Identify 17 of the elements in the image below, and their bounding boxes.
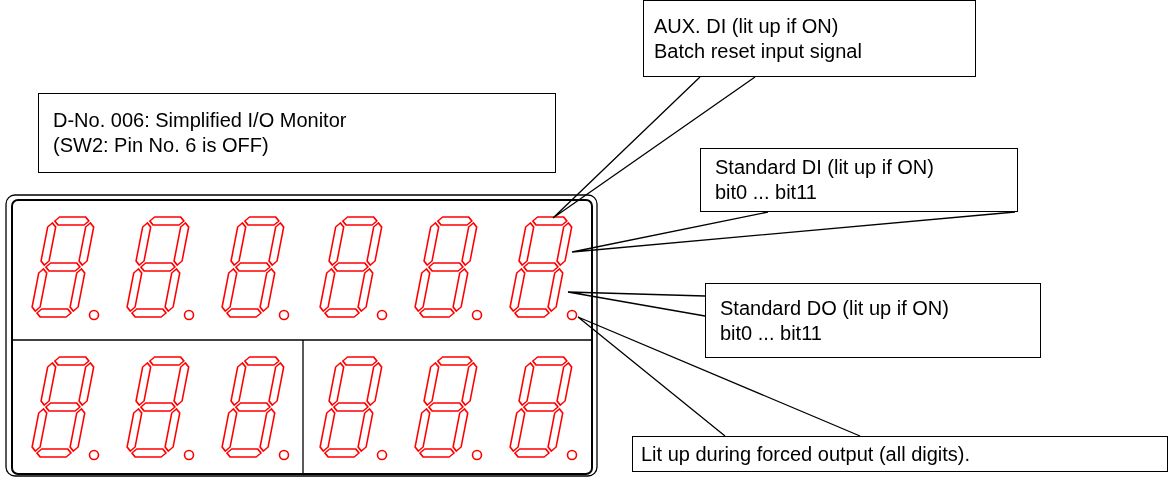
callout-box [632, 436, 1168, 472]
callout-text: AUX. DI (lit up if ON) [654, 13, 840, 39]
callout-text: bit0 ... bit11 [715, 180, 818, 205]
callout-text: Lit up during forced output (all digits). [641, 441, 972, 467]
callout-text: (SW2: Pin No. 6 is OFF) [53, 133, 270, 158]
leader-line [552, 76, 756, 219]
callout-text: Standard DI (lit up if ON) [715, 155, 935, 180]
callout-text: Batch reset input signal [654, 38, 863, 64]
callout-box [38, 93, 556, 173]
leader-line [567, 291, 706, 317]
leader-line [577, 316, 861, 437]
callout-text: bit0 ... bit11 [720, 320, 823, 346]
callout-text: D-No. 006: Simplified I/O Monitor [53, 108, 348, 133]
callout-box [643, 0, 976, 77]
callout-text: Standard DO (lit up if ON) [720, 295, 950, 321]
callout-box [700, 148, 1018, 212]
callout-box [705, 283, 1041, 358]
